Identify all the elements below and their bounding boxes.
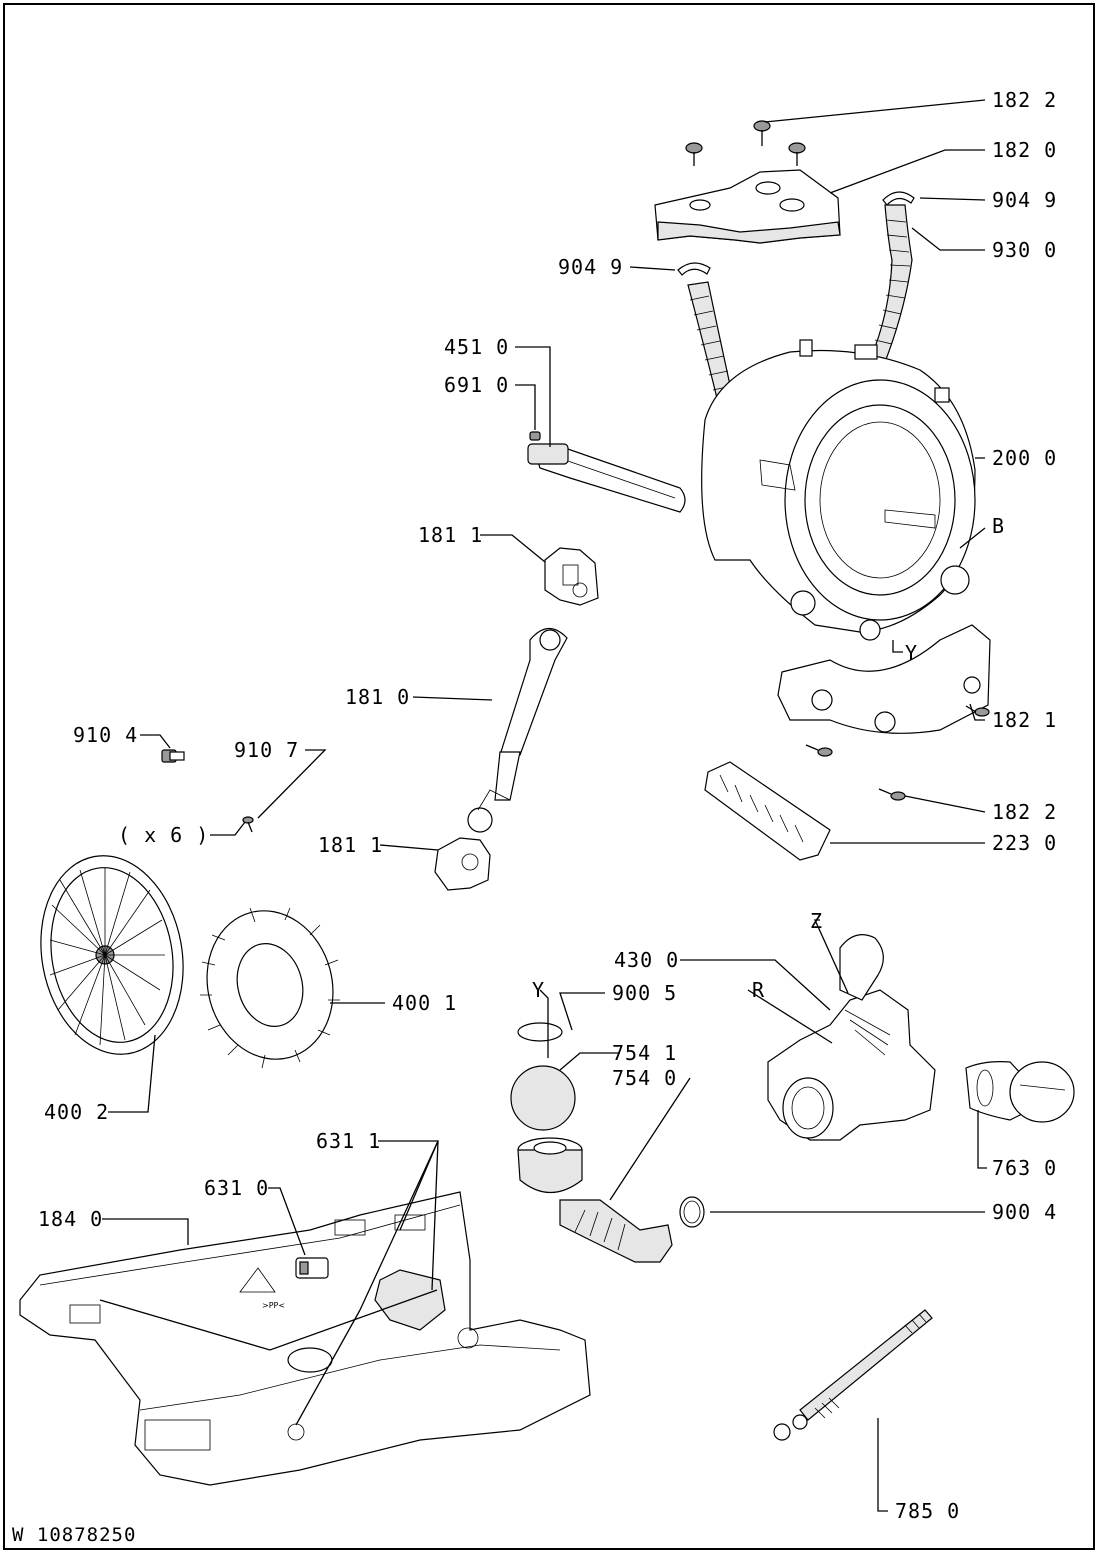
shock-absorber-part-1810[interactable]: [467, 627, 568, 833]
callout-1811-bottom: 181 1: [318, 833, 383, 857]
callout-9300: 930 0: [992, 238, 1057, 262]
sump-hose-part-7540[interactable]: [517, 1137, 673, 1263]
cable-holder-part-2230[interactable]: [704, 761, 831, 861]
callout-1822-bottom: 182 2: [992, 800, 1057, 824]
callout-x6: ( x 6 ): [118, 823, 209, 847]
callout-4001: 400 1: [392, 991, 457, 1015]
callout-1820: 182 0: [992, 138, 1057, 162]
drain-pump-part-4300[interactable]: [767, 934, 936, 1141]
callout-6310: 631 0: [204, 1176, 269, 1200]
vent-hose-part-9300[interactable]: [871, 204, 913, 363]
leader-lines: [99, 99, 987, 1512]
callout-7850: 785 0: [895, 1499, 960, 1523]
callout-9107: 910 7: [234, 738, 299, 762]
callout-7541: 754 1: [612, 1041, 677, 1065]
callout-2000: 200 0: [992, 446, 1057, 470]
shock-bracket-part-1811-top[interactable]: [544, 547, 599, 606]
screw-part-1822-top[interactable]: [685, 120, 806, 166]
heater-part-4510[interactable]: [527, 443, 686, 513]
callout-9049-right: 904 9: [992, 188, 1057, 212]
callout-7630: 763 0: [992, 1156, 1057, 1180]
callout-7540: 754 0: [612, 1066, 677, 1090]
callout-6910: 691 0: [444, 373, 509, 397]
bolt-part-9104[interactable]: [161, 749, 185, 763]
ntc-sensor-part-6910[interactable]: [529, 431, 541, 441]
inlet-hose-part-7850[interactable]: [773, 1309, 933, 1441]
callout-4002: 400 2: [44, 1100, 109, 1124]
callout-1822-top: 182 2: [992, 88, 1057, 112]
recycle-symbol-icon: >PP<: [239, 1267, 285, 1310]
callout-1811-top: 181 1: [418, 523, 483, 547]
callout-9049-left: 904 9: [558, 255, 623, 279]
callout-2230: 223 0: [992, 831, 1057, 855]
hose-clamp-part-9049-right[interactable]: [882, 191, 915, 206]
filter-part-7630[interactable]: [965, 1061, 1075, 1123]
callout-y-pump: Y: [532, 978, 545, 1002]
hose-clamp-part-9049-left[interactable]: [677, 262, 711, 276]
base-part-6310[interactable]: [295, 1257, 329, 1279]
callout-1810: 181 0: [345, 685, 410, 709]
ball-part-7541[interactable]: [510, 1065, 576, 1131]
shock-bracket-part-1811-bottom[interactable]: [434, 837, 491, 891]
ring-part-9005[interactable]: [517, 1022, 563, 1042]
bottom-counterweight-part-1821[interactable]: [777, 624, 991, 734]
base-frame-part-1840[interactable]: [19, 1191, 591, 1486]
rotor-part-4002[interactable]: [26, 844, 199, 1065]
callout-labels: 182 2 182 0 904 9 930 0 904 9 451 0 691 …: [12, 88, 1057, 1546]
callout-6311: 631 1: [316, 1129, 381, 1153]
callout-z: Z: [810, 909, 823, 933]
callout-9004: 900 4: [992, 1200, 1057, 1224]
drawing-number: W 10878250: [12, 1524, 136, 1546]
callout-y-tub: Y: [905, 641, 918, 665]
stator-part-4001[interactable]: [191, 897, 350, 1074]
callout-4510: 451 0: [444, 335, 509, 359]
screw-part-9107[interactable]: [242, 816, 254, 833]
clamp-part-9004[interactable]: [679, 1196, 705, 1228]
callout-9005: 900 5: [612, 981, 677, 1005]
top-counterweight-part-1820[interactable]: [654, 169, 841, 244]
callout-4300: 430 0: [614, 948, 679, 972]
drawing-frame: [3, 3, 1095, 1550]
callout-1840: 184 0: [38, 1207, 103, 1231]
callout-b: B: [992, 514, 1005, 538]
screws-part-1822-bottom[interactable]: [805, 705, 990, 801]
callout-r: R: [752, 978, 765, 1002]
callout-1821: 182 1: [992, 708, 1057, 732]
tub-part-2000[interactable]: [701, 339, 976, 641]
callout-9104: 910 4: [73, 723, 138, 747]
svg-text:>PP<: >PP<: [262, 1301, 285, 1310]
